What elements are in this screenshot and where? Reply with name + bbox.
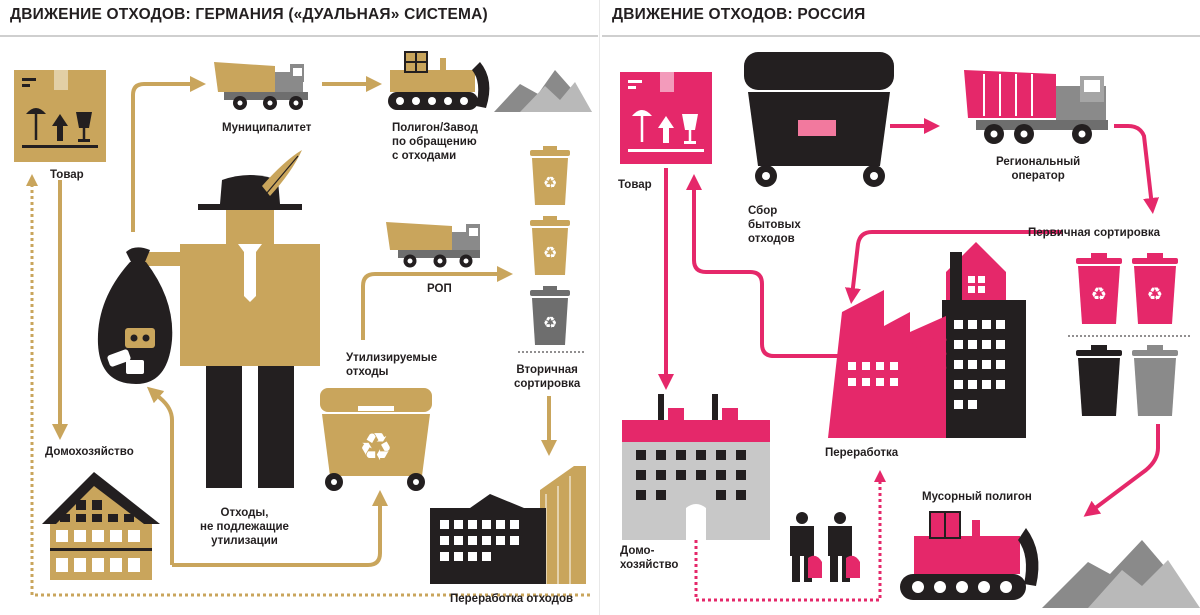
arrow-sorting-to-processing bbox=[844, 230, 1062, 304]
germany-label-municipality: Муниципалитет bbox=[222, 122, 312, 134]
svg-text:♻: ♻ bbox=[1147, 284, 1163, 304]
bulldozer-icon bbox=[900, 511, 1039, 600]
garbage-truck-icon bbox=[386, 222, 480, 268]
recycle-bin-icon bbox=[1132, 345, 1178, 416]
germany-label-rop: РОП bbox=[427, 283, 452, 295]
box-icon bbox=[14, 70, 106, 162]
germany-label-landfill-plant: Полигон/Завод по обращению с отходами bbox=[392, 122, 478, 162]
germany-panel: ДВИЖЕНИЕ ОТХОДОВ: ГЕРМАНИЯ («ДУАЛЬНАЯ» С… bbox=[0, 0, 598, 615]
russia-label-household: Домо- хозяйство bbox=[620, 545, 679, 571]
germany-label-product: Товар bbox=[50, 169, 84, 181]
house-icon bbox=[42, 472, 160, 580]
germany-label-processing: Переработка отходов bbox=[450, 593, 574, 605]
dumpster-icon: ♻ bbox=[320, 388, 432, 491]
russia-flow-arrows bbox=[658, 118, 1160, 602]
factory-icon bbox=[430, 466, 586, 584]
arrow-sorting-to-landfill bbox=[1083, 424, 1160, 517]
person-icon bbox=[144, 150, 320, 488]
recycle-bin-icon: ♻ bbox=[530, 146, 570, 205]
germany-diagram: ♻ ♻ ♻ bbox=[14, 51, 592, 597]
arrow-household-to-processing bbox=[694, 470, 886, 602]
svg-text:♻: ♻ bbox=[359, 427, 393, 469]
recycle-bin-icon: ♻ bbox=[1076, 253, 1122, 324]
factory-icon bbox=[828, 242, 1026, 438]
trash-bag-icon bbox=[97, 247, 173, 384]
panel-divider bbox=[599, 0, 600, 615]
arrow-person-to-municipality bbox=[131, 76, 206, 232]
bulldozer-icon bbox=[388, 51, 490, 110]
arrow-household-to-bag bbox=[146, 386, 174, 565]
box-icon bbox=[620, 72, 712, 164]
svg-text:♻: ♻ bbox=[1091, 284, 1107, 304]
arrow-processing-loop-to-product bbox=[26, 174, 590, 597]
russia-label-landfill: Мусорный полигон bbox=[922, 491, 1032, 503]
germany-flow-arrows bbox=[26, 76, 590, 597]
svg-text:♻: ♻ bbox=[543, 315, 557, 332]
arrow-processing-to-product bbox=[686, 174, 842, 358]
germany-title-rule bbox=[0, 35, 598, 37]
germany-label-secondary-sorting: Вторичная сортировка bbox=[514, 364, 581, 390]
russia-label-product: Товар bbox=[618, 179, 652, 191]
russia-label-regional-operator: Региональный оператор bbox=[996, 156, 1081, 182]
recycle-bin-icon: ♻ bbox=[1132, 253, 1178, 324]
trash-heap-icon bbox=[1042, 540, 1200, 608]
recycle-bin-icon: ♻ bbox=[530, 216, 570, 275]
russia-label-primary-sorting: Первичная сортировка bbox=[1028, 227, 1161, 239]
germany-label-recyclable: Утилизируемые отходы bbox=[346, 352, 438, 378]
recycle-bin-icon bbox=[1076, 345, 1122, 416]
svg-text:♻: ♻ bbox=[543, 245, 557, 262]
garbage-truck-icon bbox=[214, 62, 308, 110]
russia-label-processing: Переработка bbox=[825, 447, 899, 459]
svg-text:♻: ♻ bbox=[543, 175, 557, 192]
arrow-recyclable-to-rop bbox=[361, 266, 513, 340]
russia-title-rule bbox=[602, 35, 1200, 37]
russia-diagram: ♻ ♻ bbox=[620, 52, 1200, 608]
germany-label-non-recyclable: Отходы, не подлежащие утилизации bbox=[200, 507, 289, 547]
house-icon bbox=[622, 394, 770, 540]
garbage-truck-icon bbox=[964, 70, 1108, 144]
trash-heap-icon bbox=[494, 70, 592, 112]
russia-panel: ДВИЖЕНИЕ ОТХОДОВ: РОССИЯ bbox=[602, 0, 1200, 615]
arrow-operator-to-sorting bbox=[1114, 124, 1160, 214]
russia-label-collection: Сбор бытовых отходов bbox=[748, 205, 801, 245]
russia-title: ДВИЖЕНИЕ ОТХОДОВ: РОССИЯ bbox=[612, 6, 866, 23]
germany-title: ДВИЖЕНИЕ ОТХОДОВ: ГЕРМАНИЯ («ДУАЛЬНАЯ» С… bbox=[10, 6, 488, 23]
germany-label-household: Домохозяйство bbox=[45, 446, 134, 458]
arrow-nonrecyclable-to-dumpster bbox=[172, 490, 388, 567]
recycle-bin-icon: ♻ bbox=[530, 286, 570, 345]
people-icon bbox=[790, 512, 860, 582]
dumpster-icon bbox=[744, 52, 894, 187]
